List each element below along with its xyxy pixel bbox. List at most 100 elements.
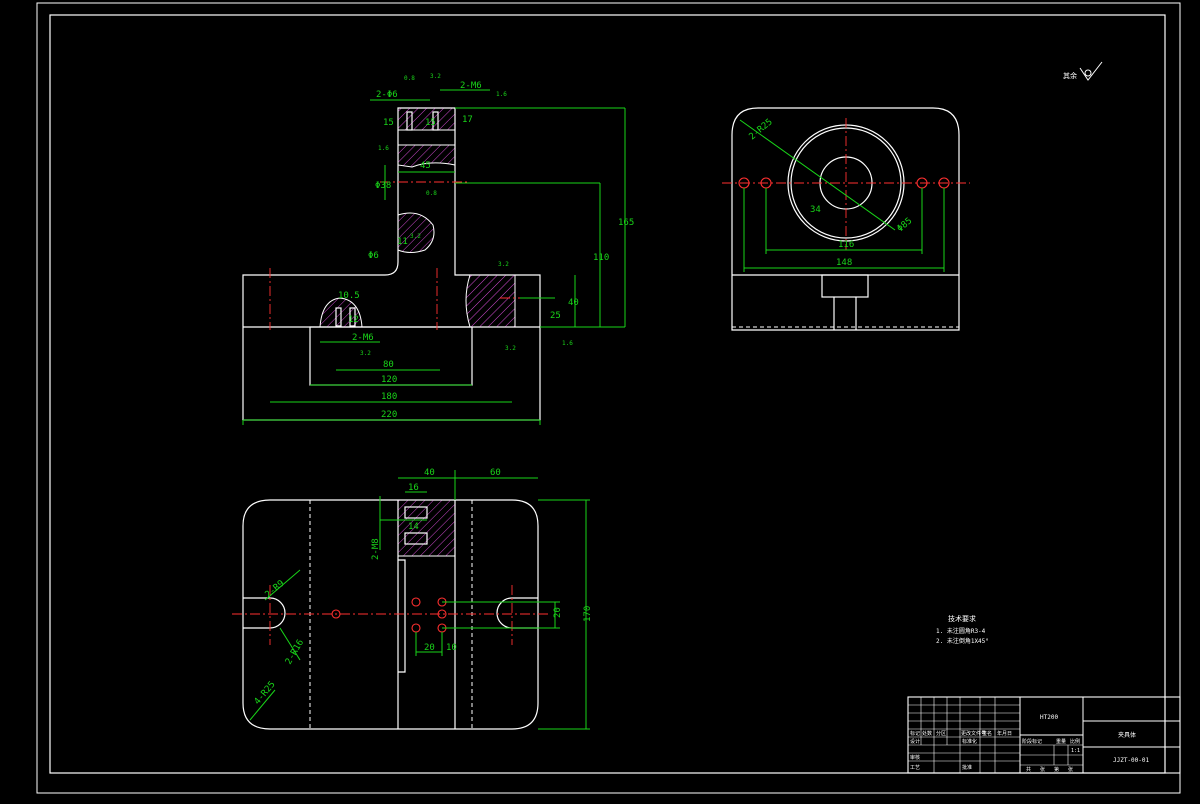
role-design: 设计 [910,738,920,745]
roughness-10: 3.2 [505,345,516,352]
roughness-3: 1.6 [496,91,507,98]
front-hole-1 [406,111,413,131]
front-section-lower [397,212,435,253]
header-count: 处数 [922,730,932,737]
top-view-outline [242,499,539,730]
roughness-circle-icon [1084,69,1092,77]
field-standardization: 标准化 [962,738,977,745]
header-signature: 签名 [982,730,992,737]
dim-phi6: Φ6 [368,251,379,261]
top-screw-1 [404,506,428,519]
side-view-outline [731,107,960,331]
dim-25: 25 [550,311,561,321]
front-view-outline [242,107,541,421]
header-zone: 分区 [936,730,946,737]
dim-10-5: 10.5 [338,291,360,301]
dim-116: 116 [838,240,854,250]
role-process: 工艺 [910,765,920,771]
dim-220: 220 [381,410,397,420]
side-view-stem [821,274,869,298]
dim-top-2m8: 2-M8 [371,538,381,560]
roughness-2: 3.2 [430,73,441,80]
front-section-mid [397,144,456,168]
dim-top-16: 16 [408,483,419,493]
dim-2m6-top: 2-M6 [460,81,482,91]
roughness-4: 1.6 [378,145,389,152]
dim-11: 11 [397,237,408,247]
dim-80: 80 [383,360,394,370]
roughness-7: 3.2 [498,261,509,268]
roughness-9: 1.6 [562,340,573,347]
roughness-6: 3.2 [410,233,421,240]
roughness-8: 3.2 [360,350,371,357]
dim-phi85: Φ85 [896,216,915,234]
dim-120: 120 [381,375,397,385]
tech-req-title: 技术要求 [948,614,976,623]
dim-40: 40 [568,298,579,308]
front-view: 2-Φ6 2-M6 15 15 17 45 Φ38 11 Φ6 110 165 … [242,73,634,425]
title-material: HT200 [1040,714,1058,721]
sheet-total-unit: 张 [1040,766,1045,773]
dim-15a: 15 [383,118,394,128]
top-hole-3 [411,623,421,633]
dim-top-4r25: 4-R25 [253,680,278,707]
dim-45: 45 [420,161,431,171]
dim-2phi6: 2-Φ6 [376,90,398,100]
sheet-no-unit: 张 [1068,766,1073,773]
dim-17: 17 [462,115,473,125]
dim-top-20b: 20 [553,607,563,618]
sheet-no-label: 第 [1054,766,1059,773]
dim-top-14: 14 [408,522,419,532]
header-mark: 标记 [910,730,920,737]
dim-top-60: 60 [490,468,501,478]
top-u-slot-left [243,597,286,629]
front-dimensions: 2-Φ6 2-M6 15 15 17 45 Φ38 11 Φ6 110 165 … [242,81,634,425]
front-hole-4 [349,307,356,327]
field-stage-mark: 阶段标记 [1022,738,1042,745]
dim-180: 180 [381,392,397,402]
title-drawing-number: JJZT-00-01 [1113,757,1150,764]
dim-phi38: Φ38 [375,181,391,191]
side-dimensions: 2-R25 34 Φ85 116 148 [739,117,945,272]
top-slot-edge [398,559,406,673]
dim-12: 12 [348,315,359,325]
title-block: HT200 夹具体 JJZT-00-01 标记 处数 分区 更改文件号 签名 年… [907,696,1181,774]
dim-top-2r16: 2-R16 [284,638,306,666]
inner-border [49,14,1166,774]
front-hole-3 [335,307,342,327]
dim-top-2r9: 2-R9 [264,579,287,601]
dim-110: 110 [593,253,609,263]
side-view: 2-R25 34 Φ85 116 148 [722,107,970,331]
header-change-doc: 更改文件号 [961,730,986,737]
outer-border [36,2,1181,794]
top-screw-2 [404,532,428,545]
dim-34: 34 [810,205,821,215]
tech-req-item-1: 1. 未注圆角R3-4 [936,627,986,635]
dim-top-170: 170 [583,606,593,622]
dim-2m6-bottom: 2-M6 [352,333,374,343]
dim-top-10: 10 [446,643,457,653]
roughness-1: 0.8 [404,75,415,82]
field-approval: 批准 [962,764,972,771]
top-hole-2 [411,597,421,607]
header-date: 年月日 [997,730,1012,737]
title-part-name: 夹具体 [1118,731,1136,739]
front-hole-2 [432,111,439,131]
tech-req-item-2: 2. 未注倒角1X45° [936,637,989,645]
roughness-5: 0.8 [426,190,437,197]
dim-top-20a: 20 [424,643,435,653]
dim-15b: 15 [425,118,436,128]
roughness-other-label: 其余 [1063,71,1077,80]
roughness-other-symbol: 其余 [1063,61,1103,81]
front-section-right [465,274,516,328]
dim-148: 148 [836,258,852,268]
technical-requirements: 技术要求 1. 未注圆角R3-4 2. 未注倒角1X45° [936,614,989,645]
field-weight: 重量 [1056,738,1066,745]
role-review: 审核 [910,754,920,761]
roughness-check-icon [1079,61,1103,81]
side-bore-inner [819,156,873,210]
dim-165: 165 [618,218,634,228]
dim-2r25: 2-R25 [748,117,775,142]
sheet-total-label: 共 [1026,766,1031,773]
